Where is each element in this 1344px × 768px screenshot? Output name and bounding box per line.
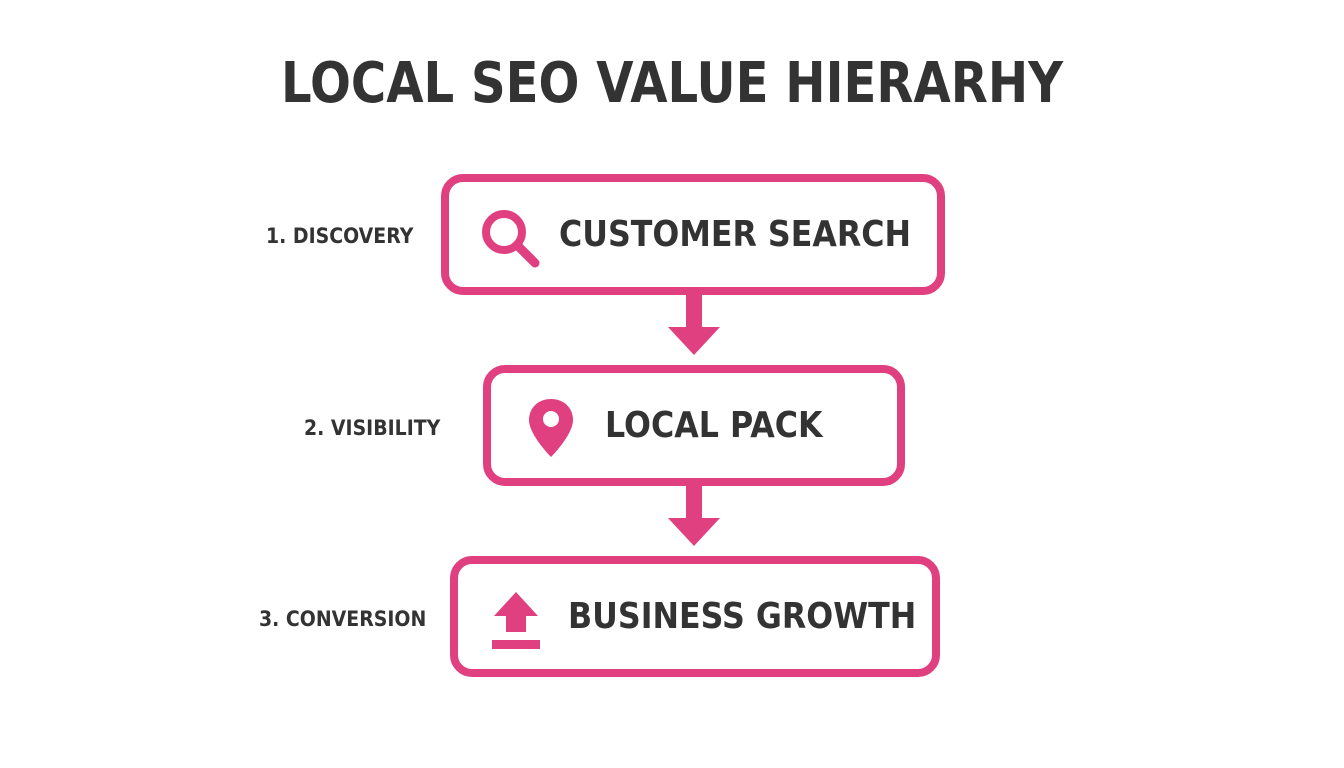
down-arrow-icon xyxy=(668,484,720,546)
stage-label-visibility: 2. VISIBILITY xyxy=(304,416,441,440)
upload-arrow-icon xyxy=(488,588,544,657)
step-box-business-growth: BUSINESS GROWTH xyxy=(450,556,940,677)
diagram-title: LOCAL SEO VALUE HIERARHY xyxy=(280,51,1064,116)
stage-label-discovery: 1. DISCOVERY xyxy=(266,224,414,248)
search-icon xyxy=(479,207,543,276)
stage-label-conversion: 3. CONVERSION xyxy=(259,607,427,631)
map-pin-icon xyxy=(525,395,577,468)
step-label-customer-search: CUSTOMER SEARCH xyxy=(559,214,912,255)
step-label-business-growth: BUSINESS GROWTH xyxy=(568,596,917,637)
down-arrow-icon xyxy=(668,293,720,355)
step-box-customer-search: CUSTOMER SEARCH xyxy=(441,174,945,295)
step-box-local-pack: LOCAL PACK xyxy=(483,365,905,486)
step-label-local-pack: LOCAL PACK xyxy=(605,405,823,446)
